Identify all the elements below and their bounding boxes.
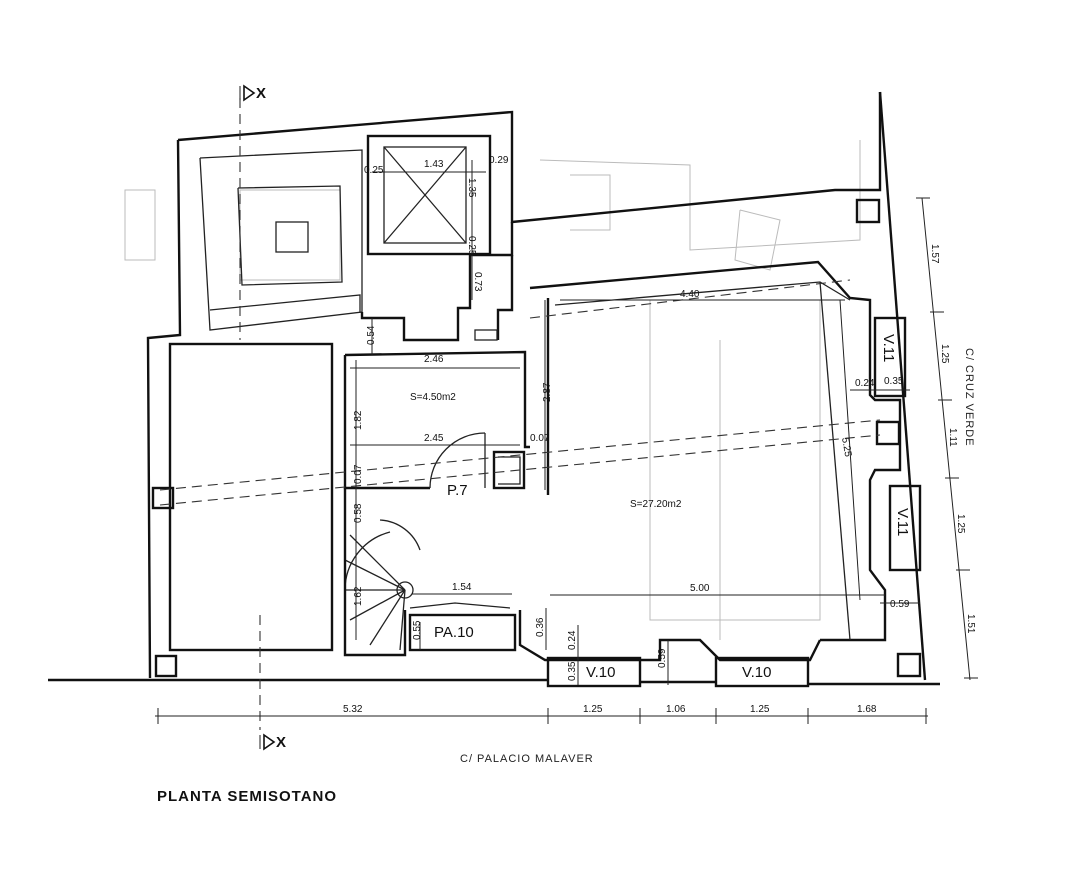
chain-1-25-a: 1.25 bbox=[583, 704, 603, 715]
dim-0-58: 0.58 bbox=[353, 503, 364, 523]
patio-window-pa10: PA.10 bbox=[434, 624, 474, 641]
dim-1-82: 1.82 bbox=[353, 410, 364, 430]
section-mark-bottom: X bbox=[276, 734, 286, 751]
dim-4-40: 4.40 bbox=[680, 289, 700, 300]
street-bottom-label: C/ PALACIO MALAVER bbox=[460, 753, 594, 765]
chain-1-11: 1.11 bbox=[947, 428, 958, 447]
dim-2-45: 2.45 bbox=[424, 433, 444, 444]
dim-2-87: 2.87 bbox=[542, 382, 553, 402]
dimension-labels: 1.43 0.25 0.29 1.35 0.25 0.73 0.54 2.46 … bbox=[353, 155, 910, 681]
section-marker-bottom: X bbox=[259, 733, 286, 751]
dim-0-54: 0.54 bbox=[366, 325, 377, 345]
right-chain-labels: 1.57 1.25 1.11 1.25 1.51 bbox=[929, 244, 976, 634]
dim-2-46: 2.46 bbox=[424, 354, 444, 365]
dim-1-54: 1.54 bbox=[452, 582, 472, 593]
window-v10-b: V.10 bbox=[742, 664, 771, 681]
chain-5-32: 5.32 bbox=[343, 704, 363, 715]
chain-1-06: 1.06 bbox=[666, 704, 686, 715]
chain-1-57: 1.57 bbox=[929, 244, 940, 264]
plan-title: PLANTA SEMISOTANO bbox=[157, 788, 337, 805]
dim-0-07-b: 0.07 bbox=[530, 433, 550, 444]
dim-0-36: 0.36 bbox=[535, 617, 546, 637]
window-v11-a: V.11 bbox=[880, 334, 897, 362]
dim-0-35-a: 0.35 bbox=[884, 376, 904, 387]
street-right-label: C/ CRUZ VERDE bbox=[963, 348, 975, 447]
small-room-area: S=4.50m2 bbox=[410, 392, 456, 403]
opening-labels: P.7 PA.10 V.10 V.10 V.11 V.11 bbox=[434, 334, 911, 681]
door-p7: P.7 bbox=[447, 482, 468, 499]
right-dimension-chain bbox=[916, 197, 978, 681]
section-lines bbox=[159, 98, 881, 730]
dim-1-62: 1.62 bbox=[353, 586, 364, 606]
chain-1-25-c: 1.25 bbox=[939, 344, 950, 364]
walls bbox=[48, 91, 940, 688]
chain-1-68: 1.68 bbox=[857, 704, 877, 715]
dim-0-55: 0.55 bbox=[412, 620, 423, 640]
section-marker-top: X bbox=[239, 84, 266, 102]
dim-5-00: 5.00 bbox=[690, 583, 710, 594]
dim-0-24-b: 0.24 bbox=[567, 630, 578, 650]
dim-0-25-b: 0.25 bbox=[466, 236, 477, 256]
bottom-chain-labels: 5.32 1.25 1.06 1.25 1.68 bbox=[343, 704, 877, 715]
bottom-dimension-chain bbox=[155, 708, 928, 724]
chain-1-51: 1.51 bbox=[965, 614, 976, 634]
main-room-area: S=27.20m2 bbox=[630, 499, 682, 510]
dim-0-35-b: 0.35 bbox=[567, 661, 578, 681]
dim-0-24-a: 0.24 bbox=[855, 378, 875, 389]
dim-0-07-a: 0.07 bbox=[353, 464, 364, 484]
dim-0-73: 0.73 bbox=[472, 272, 483, 292]
dim-0-25-a: 0.25 bbox=[364, 165, 384, 176]
chain-1-25-b: 1.25 bbox=[750, 704, 770, 715]
section-mark-top: X bbox=[256, 85, 266, 102]
dimension-lines bbox=[350, 160, 920, 685]
window-v11-b: V.11 bbox=[894, 508, 911, 536]
dim-0-29: 0.29 bbox=[489, 155, 509, 166]
ghost-overlay bbox=[124, 140, 861, 640]
dim-1-43: 1.43 bbox=[424, 159, 444, 170]
dim-1-35: 1.35 bbox=[466, 178, 477, 198]
window-v10-a: V.10 bbox=[586, 664, 615, 681]
dim-0-59-a: 0.59 bbox=[890, 599, 910, 610]
dim-0-59-b: 0.59 bbox=[657, 648, 668, 668]
dim-5-25: 5.25 bbox=[839, 437, 853, 459]
chain-1-25-d: 1.25 bbox=[955, 514, 966, 534]
